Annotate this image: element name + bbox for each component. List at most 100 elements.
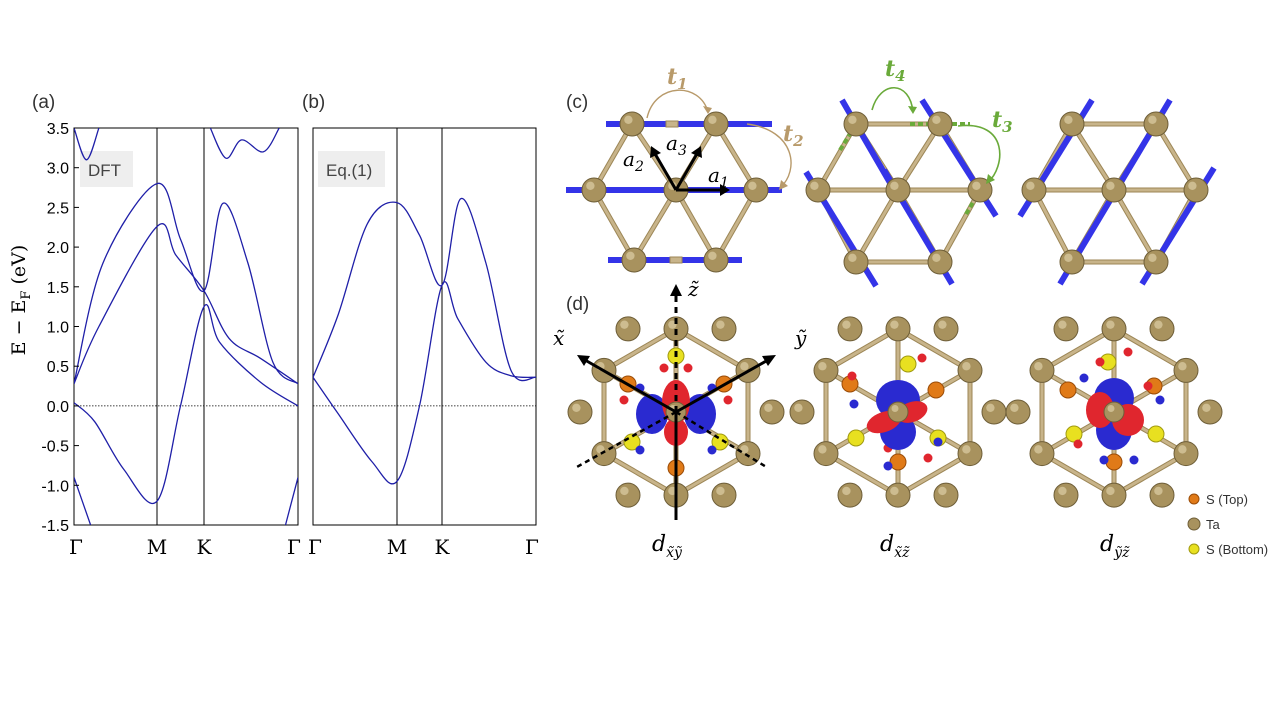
small-lobe bbox=[1129, 455, 1139, 465]
ta-atom bbox=[1029, 357, 1055, 383]
ta-ta-bond-core bbox=[1113, 327, 1187, 372]
atom-highlight bbox=[1154, 486, 1163, 496]
atom-highlight bbox=[1107, 405, 1115, 412]
ta-atom bbox=[743, 177, 769, 203]
atom-highlight bbox=[1064, 253, 1073, 262]
y-axis-label-d: ỹ bbox=[794, 326, 807, 350]
plot-b-area bbox=[313, 128, 536, 525]
atom-highlight bbox=[1202, 403, 1211, 412]
small-lobe bbox=[847, 371, 857, 381]
s-bottom-atom bbox=[847, 429, 865, 447]
s-top-atom bbox=[927, 381, 945, 399]
atom-highlight bbox=[708, 251, 717, 260]
y-axis-arrowhead bbox=[762, 355, 776, 366]
y-axis-line bbox=[675, 358, 769, 414]
atom-highlight bbox=[708, 115, 717, 125]
ta-ta-bond-core bbox=[714, 123, 758, 191]
lattice-t3-t4 bbox=[803, 98, 999, 288]
small-lobe bbox=[933, 437, 943, 447]
ta-atom bbox=[837, 316, 863, 342]
orbital-dxz-structure bbox=[789, 316, 1007, 508]
ta-atom bbox=[1197, 399, 1223, 425]
band-line bbox=[284, 477, 298, 525]
plot-a-tag: DFT bbox=[88, 161, 121, 180]
ta-atom bbox=[1059, 249, 1085, 275]
t3-label: t3 bbox=[992, 107, 1013, 136]
ta-atom bbox=[711, 482, 737, 508]
ta-ta-bond-core bbox=[675, 452, 749, 497]
legend-swatch-ta bbox=[1187, 517, 1201, 531]
ta-ta-bond-core bbox=[1112, 189, 1158, 263]
x-tick-label: M bbox=[387, 535, 407, 559]
ta-atom bbox=[885, 482, 911, 508]
small-lobe bbox=[849, 399, 859, 409]
ta-atom bbox=[703, 247, 729, 273]
legend-swatch-s-bottom bbox=[1188, 543, 1200, 555]
band-series-group bbox=[74, 128, 298, 525]
atom-highlight bbox=[1034, 445, 1043, 454]
ta-ta-bond-core bbox=[1113, 452, 1187, 497]
atom-highlight bbox=[1058, 486, 1067, 496]
atom-highlight bbox=[716, 486, 725, 496]
plot-b-tag: Eq.(1) bbox=[326, 161, 372, 180]
orbital-label-3: dỹz̃ bbox=[1100, 532, 1130, 561]
atom-highlight bbox=[1058, 320, 1067, 329]
ta-ta-bond-core bbox=[1154, 123, 1198, 191]
atom-highlight bbox=[1148, 115, 1157, 125]
atom-highlight bbox=[1178, 362, 1187, 371]
atom-highlight bbox=[1148, 253, 1157, 262]
small-lobe bbox=[1099, 455, 1109, 465]
atom-highlight bbox=[810, 181, 819, 190]
ta-atom bbox=[957, 441, 983, 467]
ta-ta-bond-core bbox=[714, 189, 758, 261]
ta-atom bbox=[1059, 111, 1085, 137]
ta-atom bbox=[805, 177, 831, 203]
ta-atom bbox=[1029, 441, 1055, 467]
y-tick-label: 2.5 bbox=[47, 200, 69, 217]
atom-highlight bbox=[794, 403, 803, 412]
small-lobe bbox=[707, 445, 717, 455]
t1-arrowhead bbox=[703, 106, 712, 114]
ta-ta-bond-core bbox=[938, 189, 982, 263]
plot-b-frame bbox=[312, 127, 537, 526]
orbital-dyz-structure bbox=[1005, 316, 1223, 508]
atom-highlight bbox=[962, 445, 971, 454]
x-tick-label: M bbox=[147, 535, 167, 559]
atom-highlight bbox=[586, 181, 595, 190]
ta-atom bbox=[1053, 316, 1079, 342]
small-lobe bbox=[1079, 373, 1089, 383]
atom-highlight bbox=[938, 486, 947, 496]
s-bottom-atom bbox=[1065, 425, 1083, 443]
small-lobe bbox=[923, 453, 933, 463]
t3-arc bbox=[957, 124, 1001, 183]
atom-highlight bbox=[624, 115, 633, 125]
ta-atom bbox=[1143, 249, 1169, 275]
z-axis-label: z̃ bbox=[687, 277, 699, 301]
small-lobe bbox=[917, 353, 927, 363]
atom-highlight bbox=[620, 486, 629, 496]
plot-b-tag-box bbox=[318, 151, 385, 187]
ta-ta-bond-core bbox=[825, 327, 899, 372]
small-lobe bbox=[1073, 439, 1083, 449]
atom-highlight bbox=[1154, 320, 1163, 329]
ta-ta-bond-core bbox=[896, 123, 942, 191]
x-neg-dashed bbox=[574, 410, 677, 470]
band-line bbox=[74, 182, 298, 385]
ta-atom bbox=[1021, 177, 1047, 203]
atom-highlight bbox=[848, 253, 857, 262]
y-tick-label: 1.5 bbox=[47, 280, 69, 297]
atom-highlight bbox=[626, 251, 635, 260]
ta-ta-bond-core bbox=[603, 327, 677, 372]
ta-atom bbox=[837, 482, 863, 508]
x-tick-label: K bbox=[435, 535, 451, 559]
y-tick-label: -1.0 bbox=[41, 478, 69, 495]
atom-highlight bbox=[986, 403, 995, 412]
ta-atom bbox=[581, 177, 607, 203]
z-axis-arrowhead bbox=[670, 284, 682, 296]
ta-atom bbox=[1005, 399, 1031, 425]
x-tick-label: Γ bbox=[308, 535, 322, 559]
lattice-diagonal bbox=[1017, 98, 1217, 286]
ta-atom bbox=[813, 441, 839, 467]
